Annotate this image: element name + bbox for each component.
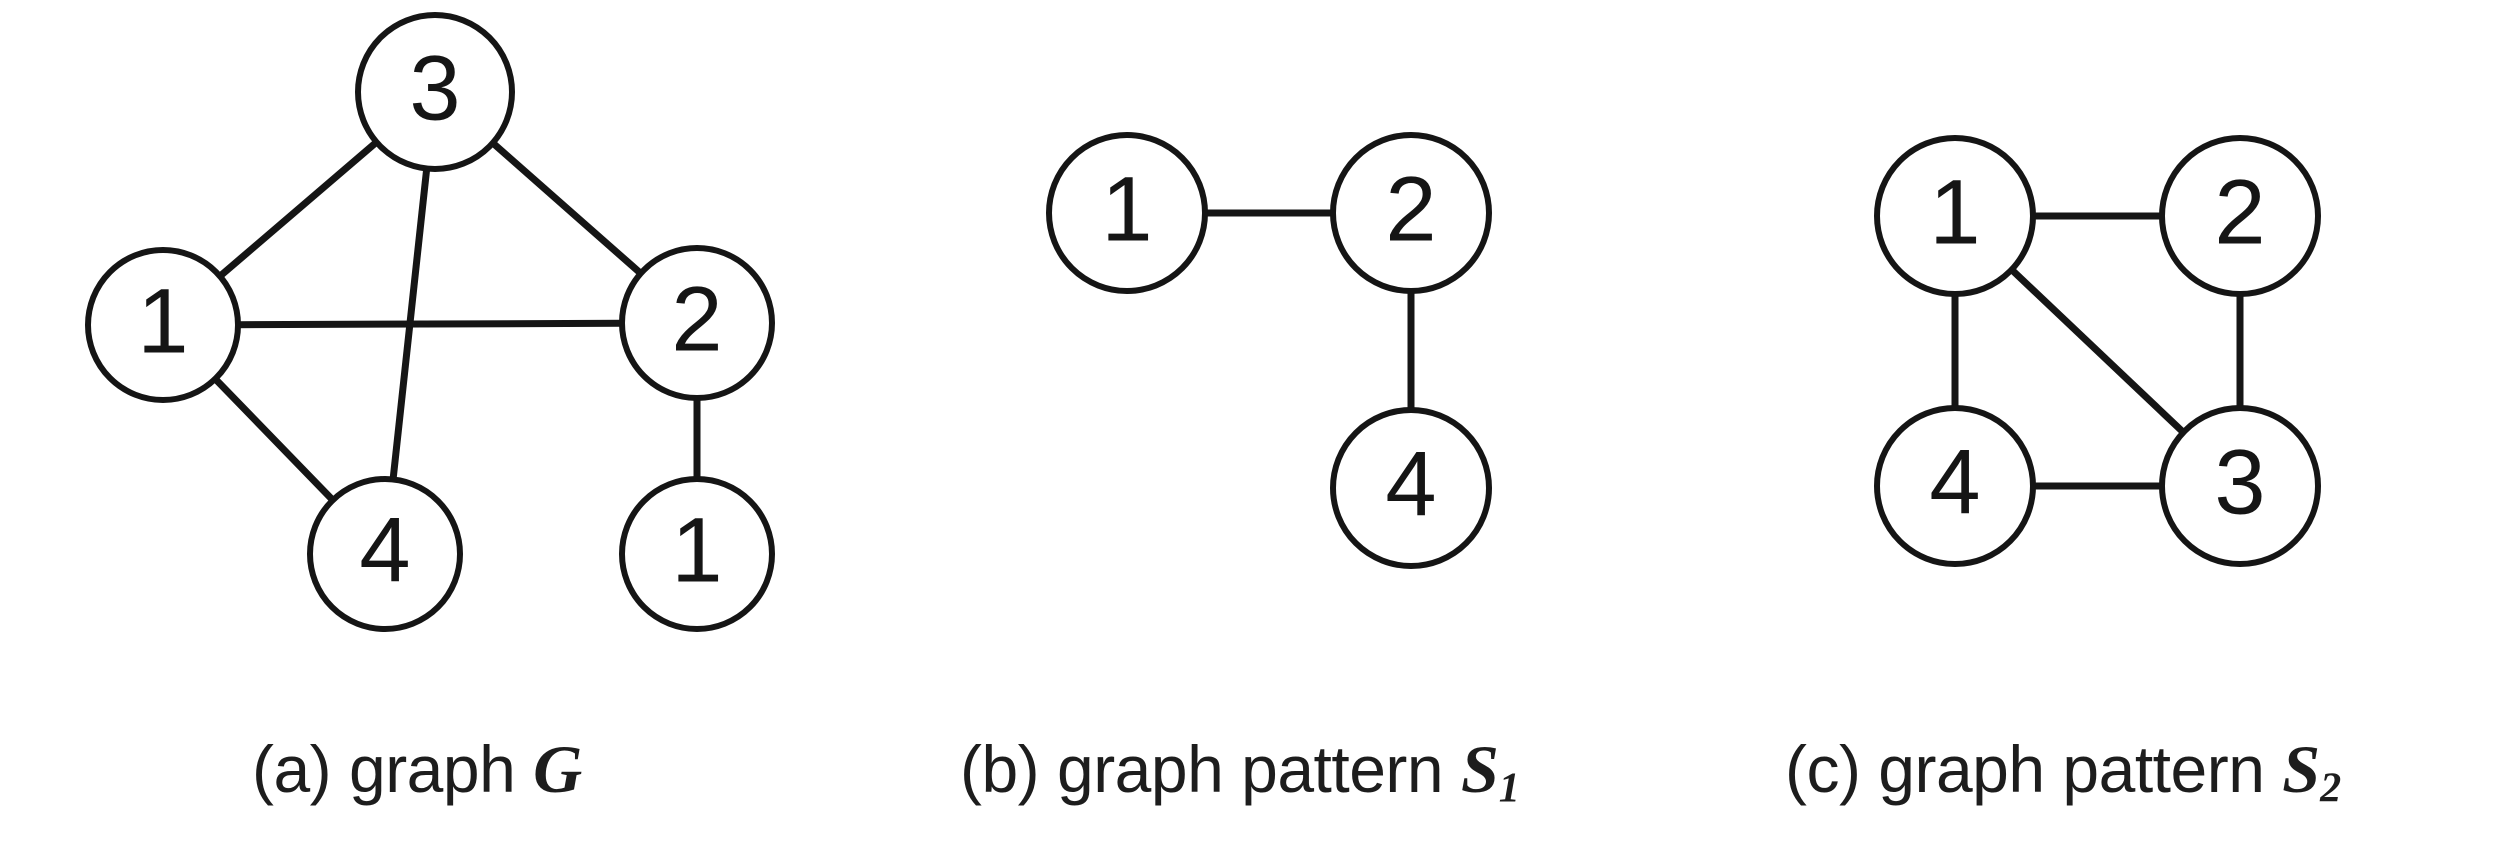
graph-node: 3 [2159,405,2321,567]
node-label: 1 [1101,158,1152,260]
node-label: 3 [409,37,460,139]
node-label: 1 [671,499,722,601]
graph-node: 4 [307,476,463,632]
node-circle [1046,132,1208,294]
node-label: 4 [359,499,410,601]
caption-graph-pattern-s2: (c) graph pattern S2 [1785,735,2341,809]
graph-edge [211,374,337,505]
node-label: 2 [1385,158,1436,260]
graph-node: 1 [1046,132,1208,294]
graph-edge [488,138,645,278]
caption-a-symbol-letter: G [533,731,583,807]
node-circle [1330,132,1492,294]
graph-edge [216,138,381,281]
node-circle [2159,405,2321,567]
caption-c-symbol: S2 [2282,731,2341,809]
graph-node: 2 [1330,132,1492,294]
node-circle [1330,407,1492,569]
graph-node: 4 [1874,405,2036,567]
node-label: 4 [1929,431,1980,533]
caption-graph-pattern-s1: (b) graph pattern S1 [960,735,1520,809]
caption-b-symbol-subscript: 1 [1498,764,1520,812]
caption-graph-g: (a) graph G [252,735,582,803]
graph-node: 4 [1330,407,1492,569]
node-label: 2 [2214,161,2265,263]
caption-c-symbol-subscript: 2 [2320,764,2342,812]
graph-node: 3 [355,12,515,172]
edges-layer [211,138,2244,505]
graph-node: 1 [1874,135,2036,297]
caption-c-prefix: (c) graph pattern [1785,732,2283,806]
caption-a-symbol: G [533,731,582,807]
graph-node: 2 [619,245,775,401]
caption-c-symbol-letter: S [2282,731,2321,807]
node-circle [2159,135,2321,297]
node-circle [355,12,515,172]
node-label: 4 [1385,433,1436,535]
graph-node: 2 [2159,135,2321,297]
node-circle [619,476,775,632]
caption-a-prefix: (a) graph [252,732,534,806]
graph-node: 1 [619,476,775,632]
node-circle [1874,405,2036,567]
node-circle [619,245,775,401]
node-label: 1 [1929,161,1980,263]
nodes-layer: 3 1 2 4 1 1 2 4 1 2 4 3 [85,12,2321,632]
graph-node: 1 [85,247,241,403]
graph-edge [2007,265,2188,437]
node-label: 3 [2214,431,2265,533]
node-label: 2 [671,268,722,370]
node-circle [85,247,241,403]
caption-b-symbol: S1 [1460,731,1520,809]
node-label: 1 [137,270,188,372]
caption-b-symbol-letter: S [1460,731,1499,807]
graph-edge [235,319,625,329]
node-circle [1874,135,2036,297]
caption-b-prefix: (b) graph pattern [960,732,1461,806]
node-circle [307,476,463,632]
